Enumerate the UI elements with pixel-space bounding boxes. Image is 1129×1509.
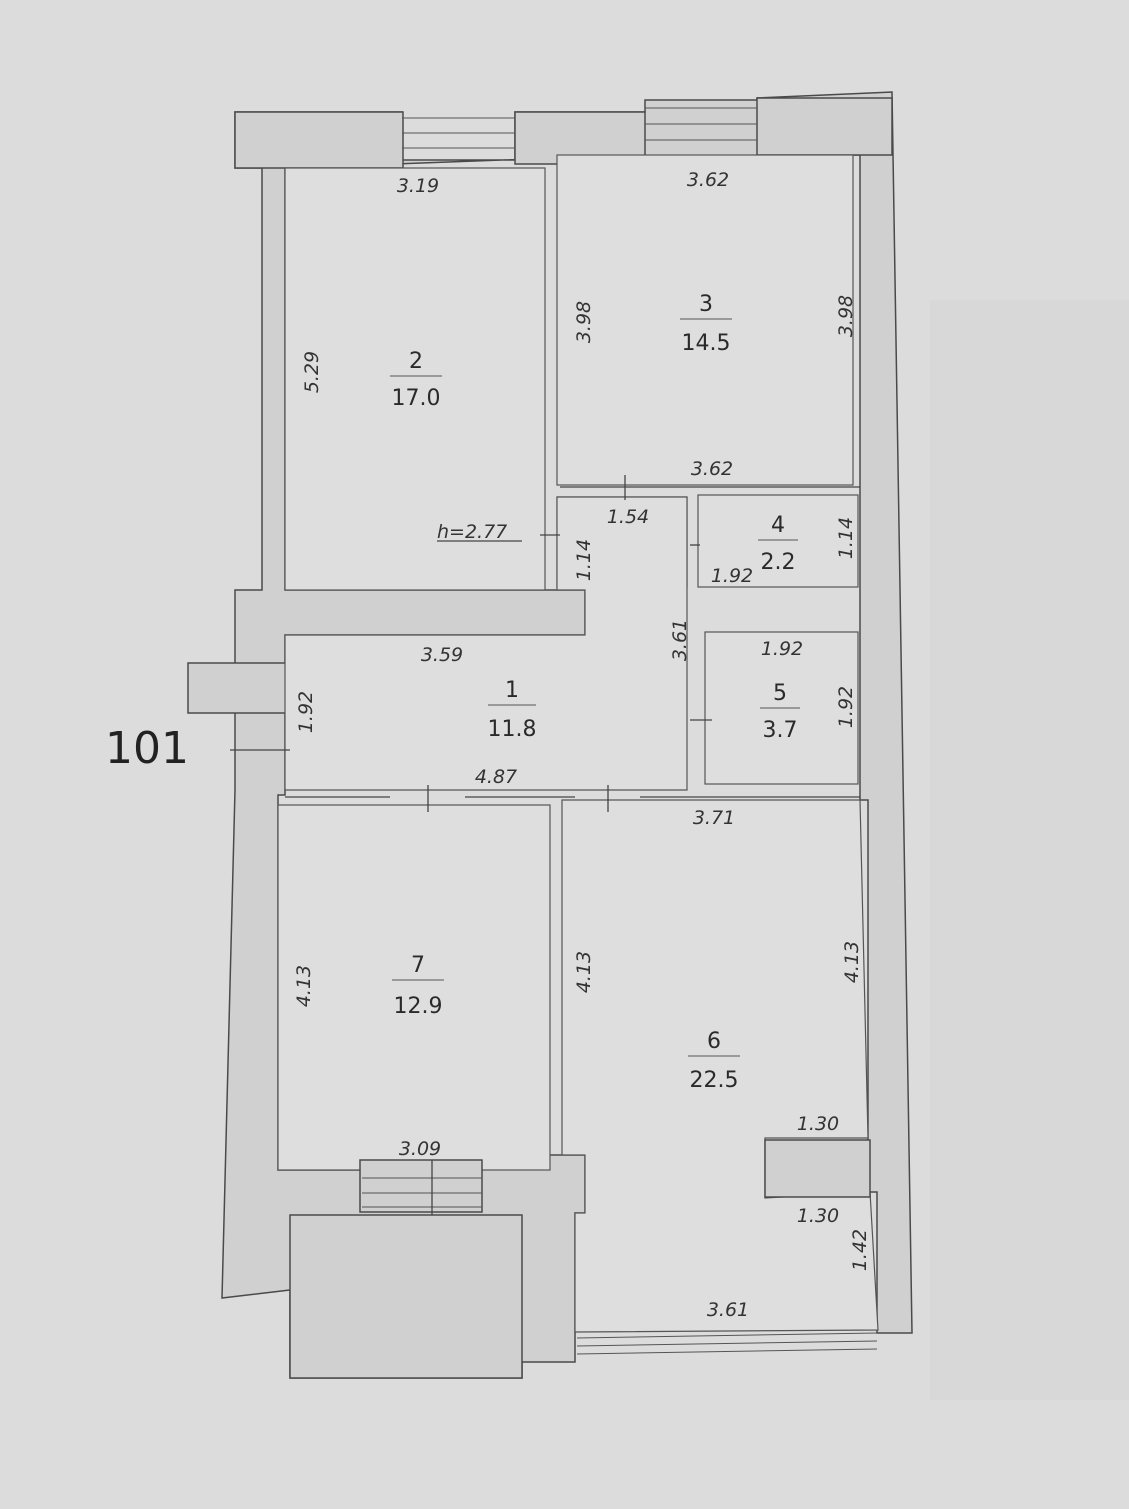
room-4-label: 4 2.2: [758, 513, 798, 575]
apartment-number: 101: [105, 723, 189, 774]
window-top-left: [402, 117, 515, 149]
dim-room-4-right: 1.14: [835, 517, 857, 559]
dim-corridor-top: 1.54: [607, 506, 649, 528]
room-7-area: 12.9: [394, 994, 443, 1019]
paper-shade: [930, 300, 1129, 1400]
room-3-label: 3 14.5: [680, 292, 732, 356]
dim-room-3-top: 3.62: [687, 169, 729, 191]
room-1-number: 1: [505, 678, 519, 703]
room-7-label: 7 12.9: [392, 953, 444, 1019]
room-5-label: 5 3.7: [760, 681, 800, 743]
window-top-right: [645, 107, 757, 141]
room-6-area: 22.5: [690, 1068, 739, 1093]
room-5-area: 3.7: [763, 718, 798, 743]
room-3: [556, 154, 854, 486]
dim-room-6-niche-top: 1.30: [797, 1113, 839, 1135]
room-6-number: 6: [707, 1029, 721, 1054]
room-1-area: 11.8: [488, 717, 537, 742]
room-2: [284, 167, 546, 591]
ceiling-height: h=2.77: [437, 521, 507, 543]
dim-room-5-right: 1.92: [835, 686, 857, 728]
dim-room-1-top: 3.59: [421, 644, 463, 666]
window-bottom-right: [576, 1332, 878, 1355]
wall-block-top-right: [756, 97, 893, 156]
dim-room-1-bottom: 4.87: [475, 766, 517, 788]
room-3-area: 14.5: [682, 331, 731, 356]
room-1: [284, 496, 688, 791]
dim-room-3-left: 3.98: [573, 301, 595, 343]
room-4-area: 2.2: [761, 550, 796, 575]
dim-room-3-bottom: 3.62: [691, 458, 733, 480]
dim-room-5-top: 1.92: [761, 638, 803, 660]
room-2-label: 2 17.0: [390, 349, 442, 411]
dim-room-7-bottom: 3.09: [399, 1138, 441, 1160]
dim-room-7-right: 4.13: [573, 951, 595, 993]
room-1-label: 1 11.8: [488, 678, 537, 742]
balcony-bottom: [289, 1214, 523, 1379]
dim-room-1-right: 3.61: [669, 619, 691, 661]
dim-room-2-top: 3.19: [397, 175, 439, 197]
dim-room-6-top: 3.71: [693, 807, 735, 829]
balcony-door-block: [359, 1159, 483, 1213]
dim-corridor-side: 1.14: [573, 539, 595, 581]
dim-room-6-niche-bottom: 1.30: [797, 1205, 839, 1227]
room-2-area: 17.0: [392, 386, 441, 411]
dim-room-1-left: 1.92: [295, 691, 317, 733]
dim-room-2-side: 5.29: [301, 351, 323, 393]
dim-room-7-left: 4.13: [293, 965, 315, 1007]
dim-room-4-left: 1.92: [711, 565, 753, 587]
dim-room-6-bottom-side: 1.42: [849, 1229, 871, 1271]
door-marks: [230, 475, 860, 1215]
room-5-number: 5: [773, 681, 787, 706]
room-3-number: 3: [699, 292, 713, 317]
wall-entrance-ledge: [187, 662, 289, 714]
room-4: [697, 494, 859, 588]
room-4-number: 4: [771, 513, 785, 538]
room-2-number: 2: [409, 349, 423, 374]
window-bottom-left: [362, 1177, 482, 1208]
wall-block-top-left: [234, 111, 404, 169]
room-7: [277, 804, 551, 1171]
room-6-label: 6 22.5: [688, 1029, 740, 1093]
room-6-niche: [764, 1139, 871, 1198]
room-7-number: 7: [411, 953, 425, 978]
dim-room-3-right: 3.98: [835, 295, 857, 337]
dim-room-6-bottom: 3.61: [707, 1299, 749, 1321]
room-6: [561, 799, 879, 1333]
dim-room-6-right: 4.13: [841, 941, 863, 983]
